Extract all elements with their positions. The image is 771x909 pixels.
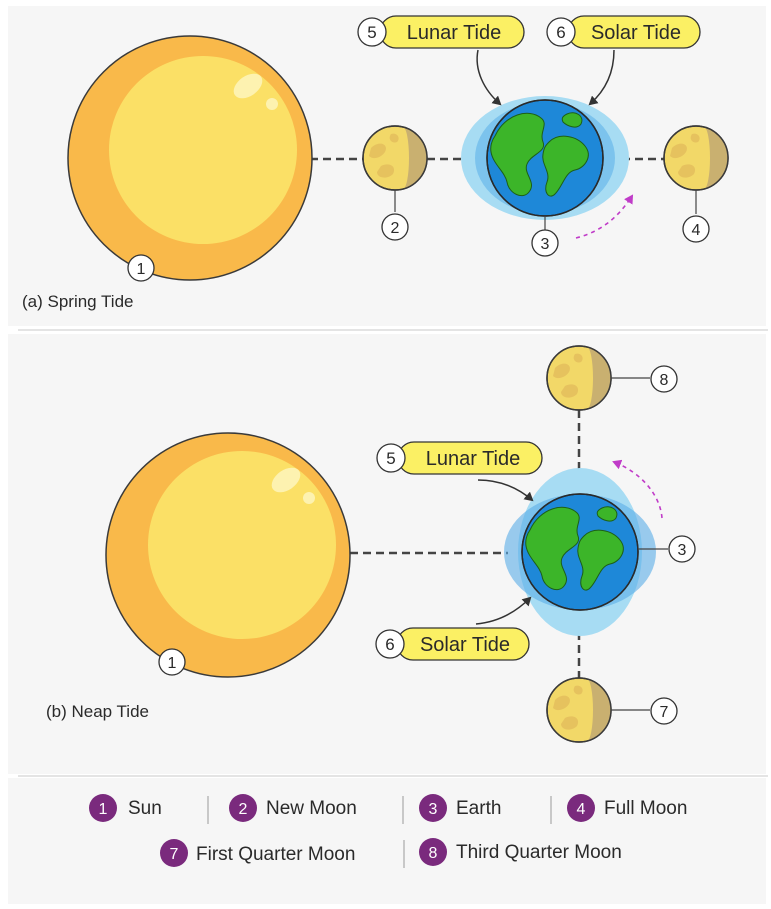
svg-text:Sun: Sun bbox=[128, 798, 162, 819]
neap-tide-caption: (b) Neap Tide bbox=[46, 702, 149, 721]
spring-tide-caption: (a) Spring Tide bbox=[22, 292, 134, 311]
svg-text:7: 7 bbox=[170, 846, 179, 863]
svg-text:3: 3 bbox=[678, 542, 687, 559]
new-moon-marker: 2 bbox=[381, 213, 409, 241]
svg-text:Full Moon: Full Moon bbox=[604, 798, 687, 819]
spring-earth bbox=[461, 96, 629, 220]
lunar-callout-label: Lunar Tide bbox=[407, 22, 502, 44]
neap-solar-tide-pointer bbox=[475, 596, 532, 625]
svg-text:Solar Tide: Solar Tide bbox=[420, 634, 510, 656]
sun-marker-spring: 1 bbox=[127, 254, 155, 282]
neap-solar-tide-callout: 6 Solar Tide bbox=[375, 627, 530, 661]
svg-text:2: 2 bbox=[239, 801, 248, 818]
solar-tide-pointer bbox=[588, 49, 615, 106]
svg-text:Third Quarter Moon: Third Quarter Moon bbox=[456, 842, 622, 863]
neap-lunar-tide-pointer bbox=[477, 479, 534, 502]
solar-callout-number: 6 bbox=[556, 23, 565, 42]
legend-item-new-moon: 2 New Moon bbox=[229, 794, 357, 822]
legend-item-earth: 3 Earth bbox=[419, 794, 501, 822]
svg-text:3: 3 bbox=[541, 236, 550, 253]
spring-new-moon bbox=[362, 125, 428, 191]
third-quarter-marker: 8 bbox=[650, 365, 678, 393]
svg-text:4: 4 bbox=[577, 801, 586, 818]
svg-text:1: 1 bbox=[99, 801, 108, 818]
spring-orbit-arrow bbox=[575, 194, 634, 239]
lunar-tide-pointer bbox=[476, 49, 502, 106]
first-quarter-moon bbox=[546, 677, 612, 743]
full-moon-marker: 4 bbox=[682, 215, 710, 243]
svg-text:7: 7 bbox=[660, 704, 669, 721]
svg-text:1: 1 bbox=[137, 261, 146, 278]
svg-text:Earth: Earth bbox=[456, 798, 501, 819]
neap-sun bbox=[105, 432, 351, 678]
svg-text:3: 3 bbox=[429, 801, 438, 818]
earth-marker-spring: 3 bbox=[531, 229, 559, 257]
legend-item-third-quarter-moon: 8 Third Quarter Moon bbox=[419, 838, 622, 866]
sun-marker-neap: 1 bbox=[158, 648, 186, 676]
svg-text:Lunar Tide: Lunar Tide bbox=[426, 448, 521, 470]
lunar-callout-number: 5 bbox=[367, 23, 376, 42]
svg-text:6: 6 bbox=[385, 635, 394, 654]
spring-solar-tide-callout: 6 Solar Tide bbox=[546, 15, 701, 49]
svg-text:1: 1 bbox=[168, 655, 177, 672]
earth-marker-neap: 3 bbox=[668, 535, 696, 563]
svg-text:2: 2 bbox=[391, 220, 400, 237]
neap-lunar-tide-callout: 5 Lunar Tide bbox=[376, 441, 543, 475]
legend-panel bbox=[8, 778, 766, 904]
spring-sun bbox=[67, 35, 313, 281]
legend: 1 Sun 2 New Moon 3 Earth 4 Full Moon 7 F… bbox=[89, 794, 687, 868]
legend-item-first-quarter-moon: 7 First Quarter Moon bbox=[160, 839, 355, 867]
spring-lunar-tide-callout: 5 Lunar Tide bbox=[357, 15, 525, 49]
legend-item-sun: 1 Sun bbox=[89, 794, 162, 822]
svg-text:8: 8 bbox=[429, 845, 438, 862]
solar-callout-label: Solar Tide bbox=[591, 22, 681, 44]
svg-text:5: 5 bbox=[386, 449, 395, 468]
spring-full-moon bbox=[663, 125, 729, 191]
neap-earth bbox=[504, 468, 656, 636]
svg-text:4: 4 bbox=[692, 222, 701, 239]
first-quarter-marker: 7 bbox=[650, 697, 678, 725]
svg-text:New Moon: New Moon bbox=[266, 798, 357, 819]
legend-item-full-moon: 4 Full Moon bbox=[567, 794, 687, 822]
svg-text:First Quarter Moon: First Quarter Moon bbox=[196, 844, 355, 865]
svg-text:8: 8 bbox=[660, 372, 669, 389]
third-quarter-moon bbox=[546, 345, 612, 411]
